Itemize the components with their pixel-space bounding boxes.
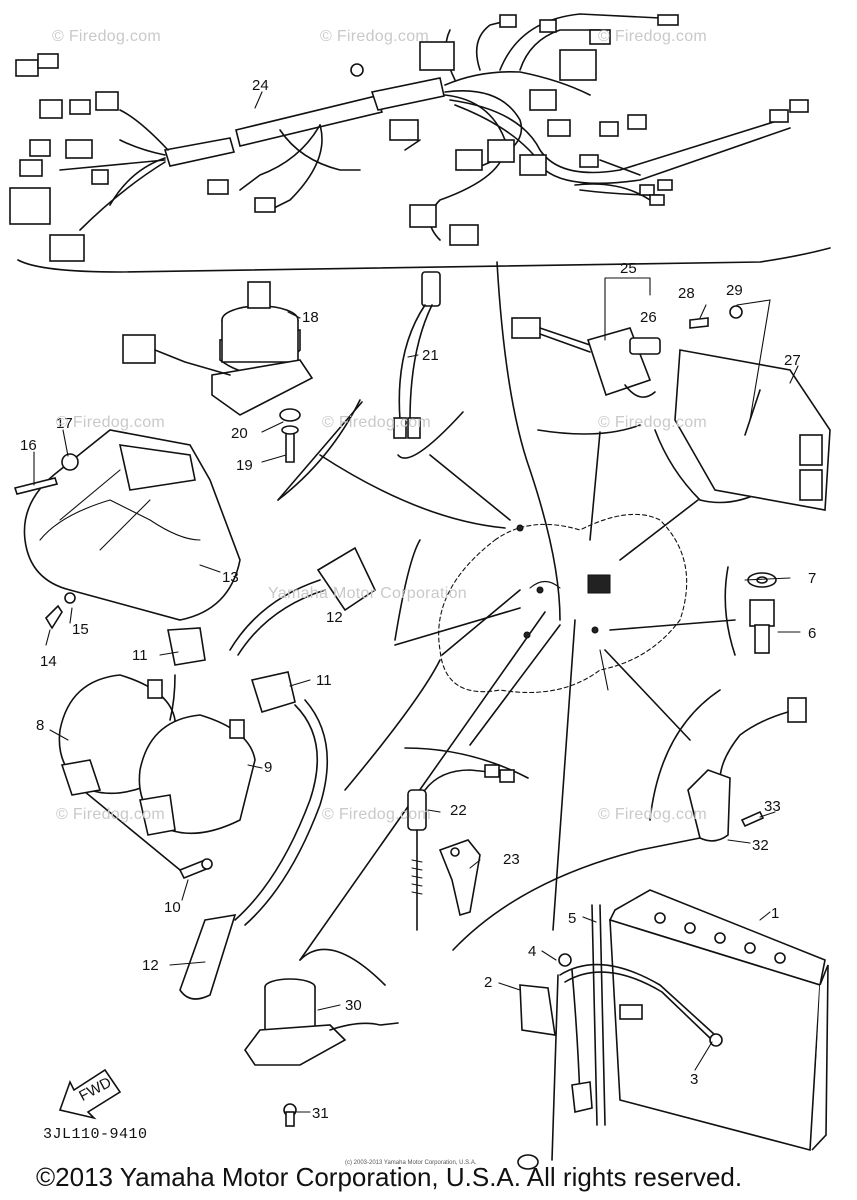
diagram-code: 3JL110-9410 (43, 1126, 148, 1143)
part-label-21: 21 (422, 347, 439, 364)
frame-outline (438, 513, 688, 694)
part-label-8: 8 (36, 717, 44, 734)
sensor-21 (393, 271, 441, 439)
bracket-23 (438, 839, 481, 917)
part-label-23: 23 (503, 851, 520, 868)
fwd-arrow: FWD (58, 1068, 122, 1120)
part-label-9: 9 (264, 759, 272, 776)
part-label-30: 30 (345, 997, 362, 1014)
watermark: © Firedog.com (322, 806, 432, 823)
part-label-3: 3 (690, 1071, 698, 1088)
part-label-17: 17 (56, 415, 73, 432)
switch-22 (407, 764, 515, 931)
part-label-27: 27 (784, 352, 801, 369)
sensor-32 (687, 697, 807, 842)
copyright-notice: ©2013 Yamaha Motor Corporation, U.S.A. A… (36, 1162, 743, 1192)
control-unit-27 (674, 305, 831, 511)
part-labels: 1 2 3 4 5 6 7 8 9 10 11 11 12 12 13 14 1… (20, 77, 816, 1122)
screw-10 (178, 858, 213, 880)
part-label-7: 7 (808, 570, 816, 587)
part-label-26: 26 (640, 309, 657, 326)
part-label-19: 19 (236, 457, 253, 474)
part-label-20: 20 (231, 425, 248, 442)
part-label-11b: 11 (316, 672, 332, 689)
part-label-6: 6 (808, 625, 816, 642)
fine-print: (c) 2003-2013 Yamaha Motor Corporation, … (345, 1160, 477, 1166)
watermark: © Firedog.com (598, 414, 708, 431)
part-label-2: 2 (484, 974, 492, 991)
part-label-33: 33 (764, 798, 781, 815)
part-label-32: 32 (752, 837, 769, 854)
part-label-12a: 12 (326, 609, 343, 626)
watermark: © Firedog.com (56, 414, 166, 431)
watermark: © Firedog.com (598, 806, 708, 823)
part-label-24: 24 (252, 77, 269, 94)
part-label-12b: 12 (142, 957, 159, 974)
watermark-center: Yamaha Motor Corporation (268, 585, 467, 602)
watermark: © Firedog.com (598, 28, 708, 45)
fuse-holder-25 (511, 317, 661, 398)
switch-6 (747, 572, 777, 654)
main-switch-18 (122, 281, 314, 463)
starter-relay-30 (244, 978, 399, 1127)
part-label-18: 18 (302, 309, 319, 326)
part-label-11a: 11 (132, 647, 148, 664)
wire-harness-24 (9, 13, 809, 262)
watermark: © Firedog.com (320, 28, 430, 45)
part-label-14: 14 (40, 653, 57, 670)
part-label-25: 25 (620, 260, 637, 277)
part-label-5: 5 (568, 910, 576, 927)
section-dividers (17, 247, 831, 986)
part-label-10: 10 (164, 899, 181, 916)
part-label-31: 31 (312, 1105, 329, 1122)
part-label-13: 13 (222, 569, 239, 586)
ignition-coil-9 (138, 714, 256, 836)
part-label-16: 16 (20, 437, 37, 454)
watermark: © Firedog.com (56, 806, 166, 823)
battery-1 (517, 889, 829, 1170)
part-label-1: 1 (771, 905, 779, 922)
part-label-4: 4 (528, 943, 536, 960)
cover-13 (13, 429, 241, 630)
plug-leads (167, 546, 377, 1000)
watermark: © Firedog.com (52, 28, 162, 45)
part-label-29: 29 (726, 282, 743, 299)
part-label-28: 28 (678, 285, 695, 302)
watermark: © Firedog.com (322, 414, 432, 431)
leader-lines (33, 91, 801, 1113)
part-label-22: 22 (450, 802, 467, 819)
part-label-15: 15 (72, 621, 89, 638)
